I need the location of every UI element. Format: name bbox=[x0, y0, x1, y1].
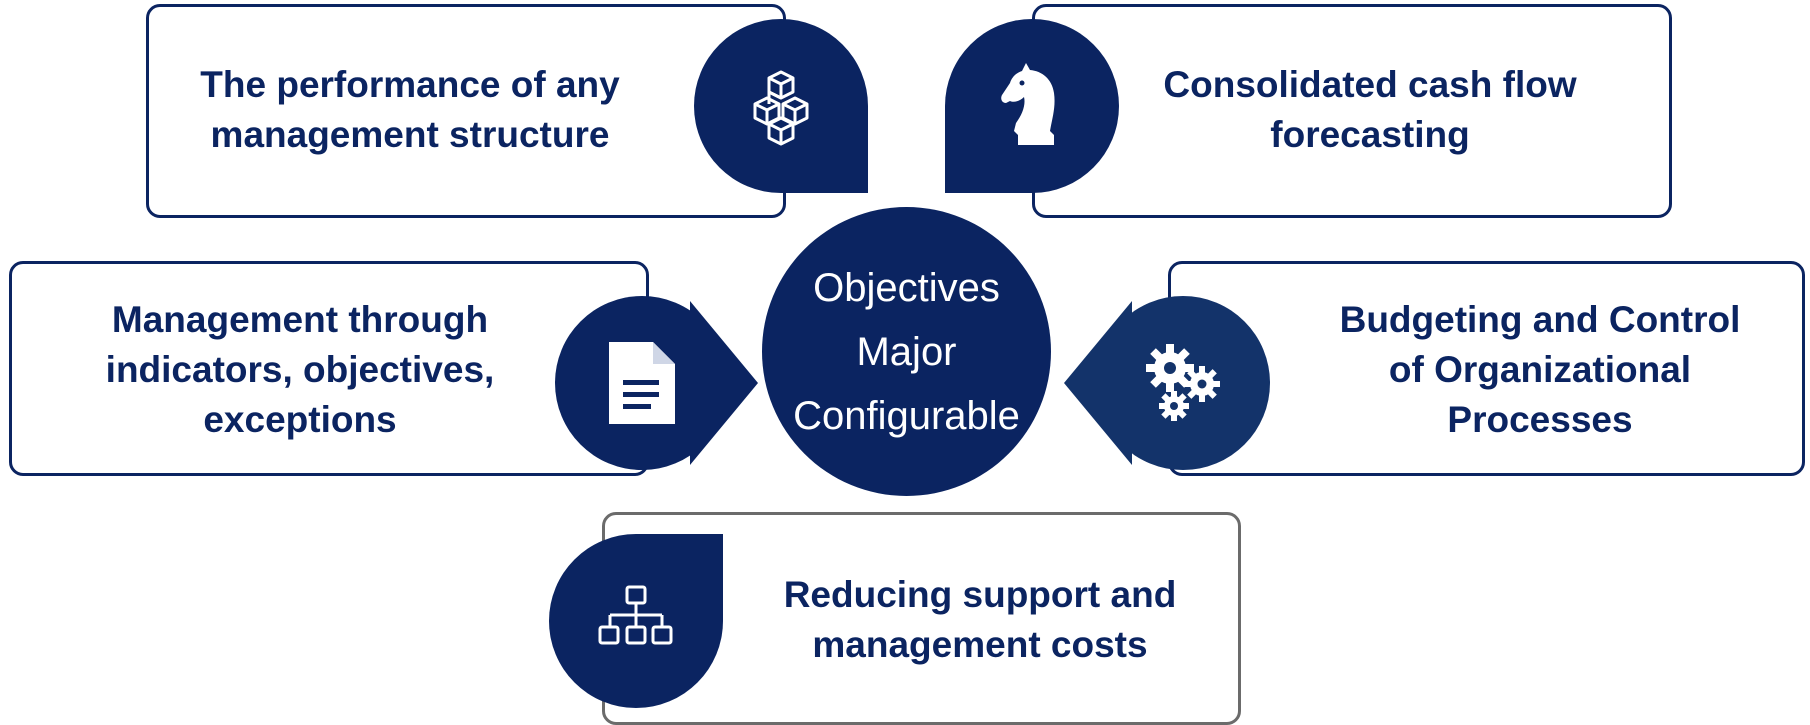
item-box-indicators bbox=[9, 261, 649, 476]
item-box-cashflow bbox=[1032, 4, 1672, 218]
chess-knight-icon bbox=[1001, 63, 1055, 145]
item-box-performance bbox=[146, 4, 786, 218]
item-label-indicators: Management through indicators, objective… bbox=[105, 298, 495, 441]
item-badge-performance bbox=[694, 19, 868, 193]
center-circle: Objectives Major Configurable bbox=[762, 207, 1051, 496]
item-badge-costs bbox=[549, 534, 723, 708]
item-label-budgeting: Budgeting and Control of Organizational … bbox=[1339, 298, 1741, 441]
gears-icon bbox=[1146, 344, 1220, 421]
badge-pointer-right bbox=[690, 301, 758, 465]
cubes-icon bbox=[753, 70, 809, 146]
badge-pointer-left bbox=[1064, 301, 1132, 465]
center-line-2: Major bbox=[856, 329, 957, 374]
center-line-1: Objectives bbox=[813, 265, 1000, 310]
document-icon bbox=[609, 342, 675, 424]
item-label-performance: The performance of any management struct… bbox=[200, 63, 620, 155]
item-box-budgeting bbox=[1168, 261, 1805, 476]
item-badge-cashflow bbox=[945, 19, 1119, 193]
center-line-3: Configurable bbox=[793, 393, 1020, 438]
item-label-costs: Reducing support and management costs bbox=[783, 573, 1177, 665]
item-label-cashflow: Consolidated cash flow forecasting bbox=[1163, 63, 1577, 155]
org-chart-icon bbox=[598, 585, 673, 645]
